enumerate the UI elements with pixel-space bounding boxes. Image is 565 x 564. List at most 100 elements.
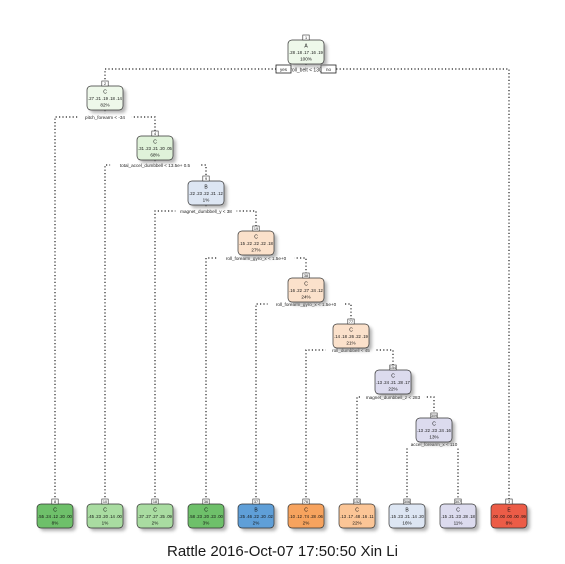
node-percent: 22% [388,387,397,392]
node-percent: 22% [352,521,361,526]
root-split-label: roll_belt < 130 [290,68,322,74]
node-number: 3 [508,500,510,504]
edge-segment [406,443,459,504]
node-percent: 1% [102,521,109,526]
node-number-tab [302,272,310,279]
node-number-tab [101,498,109,505]
node-probs: .15 .21 .23 .28 .18 [441,514,475,519]
node-class: C [103,90,107,96]
node-number: 154 [390,366,396,370]
node-number: 309 [431,414,437,418]
leaf-node: 18C.37 .27 .27 .25 .09 2% [136,498,176,531]
node-number-tab [202,498,210,505]
node-number: 4 [154,132,156,136]
node-class: C [153,140,157,146]
node-probs: .10 .12 .74 .28 .06 [289,514,323,519]
node-number: 8 [54,500,56,504]
edge-segment [104,164,207,504]
split-label-text: magnet_dumbbell_z < 283 [366,395,421,400]
node-class: C [304,508,308,514]
node-class: C [432,422,436,428]
node-class: C [304,282,308,288]
split-node: 4C.31 .23 .21 .20 .05 68% [136,130,176,163]
node-percent: 16% [402,521,411,526]
node-probs: .13 .17 .48 .16 .11 [340,514,374,519]
node-class: B [254,508,258,514]
edge-segment [356,396,435,504]
node-number: 37 [254,500,258,504]
node-probs: .37 .27 .27 .25 .09 [138,514,172,519]
node-class: C [254,235,258,241]
split-label-text: pitch_forearm < -34 [85,115,125,120]
node-percent: 8% [52,521,59,526]
split-label-text: roll_forearm_gyro_x < 1.5e+0 [226,256,287,261]
node-number-tab [353,498,361,505]
node-number-tab [202,175,210,182]
node-percent: 3% [203,521,210,526]
node-class: C [391,374,395,380]
node-number: 18 [153,500,157,504]
node-probs: .14 .18 .26 .22 .19 [334,334,368,339]
node-percent: 68% [150,153,159,158]
node-number: 307 [455,500,461,504]
node-class: B [405,508,409,514]
node-probs: .31 .23 .21 .20 .05 [138,146,172,151]
node-number: 9 [205,177,207,181]
yes-label: yes [280,67,288,72]
node-percent: 11% [454,521,463,526]
leaf-node: 36C.58 .23 .20 .23 .00 3% [187,498,227,531]
split-node: 9B.22 .23 .22 .21 .121% [187,175,227,208]
node-number: 76 [304,500,308,504]
node-class: E [507,508,511,514]
node-class: C [355,508,359,514]
node-percent: 2% [253,521,260,526]
node-number: 19 [254,227,258,231]
node-class: C [53,508,57,514]
node-number: 306 [404,500,410,504]
split-label: pitch_forearm < -34 [78,113,132,121]
node-percent: 27% [251,248,260,253]
node-percent: 100% [300,57,312,62]
plot-caption: Rattle 2016-Oct-07 17:50:50 Xin Li [167,543,398,560]
node-number-tab [252,498,260,505]
node-percent: 21% [346,341,355,346]
no-box [320,64,337,74]
node-probs: .45 .23 .20 .14 .00 [88,514,122,519]
node-probs: .13 .22 .23 .24 .16 [417,428,451,433]
node-probs: .25 .46 .22 .20 .02 [239,514,273,519]
node-probs: .00 .00 .00 .00 .99 [492,514,526,519]
node-class: C [153,508,157,514]
node-number-tab [454,498,462,505]
node-probs: .15 .22 .22 .22 .18 [239,241,273,246]
node-class: C [103,508,107,514]
leaf-node: 3E.00 .00 .00 .00 .998% [490,498,530,531]
node-percent: 82% [100,103,109,108]
node-number: 36 [204,500,208,504]
node-probs: .28 .18 .17 .16 .19 [289,50,323,55]
node-probs: .13 .24 .21 .28 .17 [376,380,410,385]
node-number: 10 [103,500,107,504]
node-number-tab [403,498,411,505]
node-number-tab [101,80,109,87]
node-probs: .58 .23 .20 .23 .00 [189,514,223,519]
node-class: C [204,508,208,514]
node-probs: .16 .22 .27 .24 .12 [289,288,323,293]
leaf-node: 37B.25 .46 .22 .20 .02 2% [237,498,277,531]
node-probs: .22 .23 .22 .21 .12 [189,191,223,196]
node-percent: 2% [152,521,159,526]
node-number-tab [252,225,260,232]
node-number-tab [505,498,513,505]
node-number-tab [347,318,355,325]
node-probs: .27 .21 .19 .18 .14 [88,96,122,101]
split-label: total_accel_dumbbell < 13.5e+ 0.5 [110,161,200,169]
